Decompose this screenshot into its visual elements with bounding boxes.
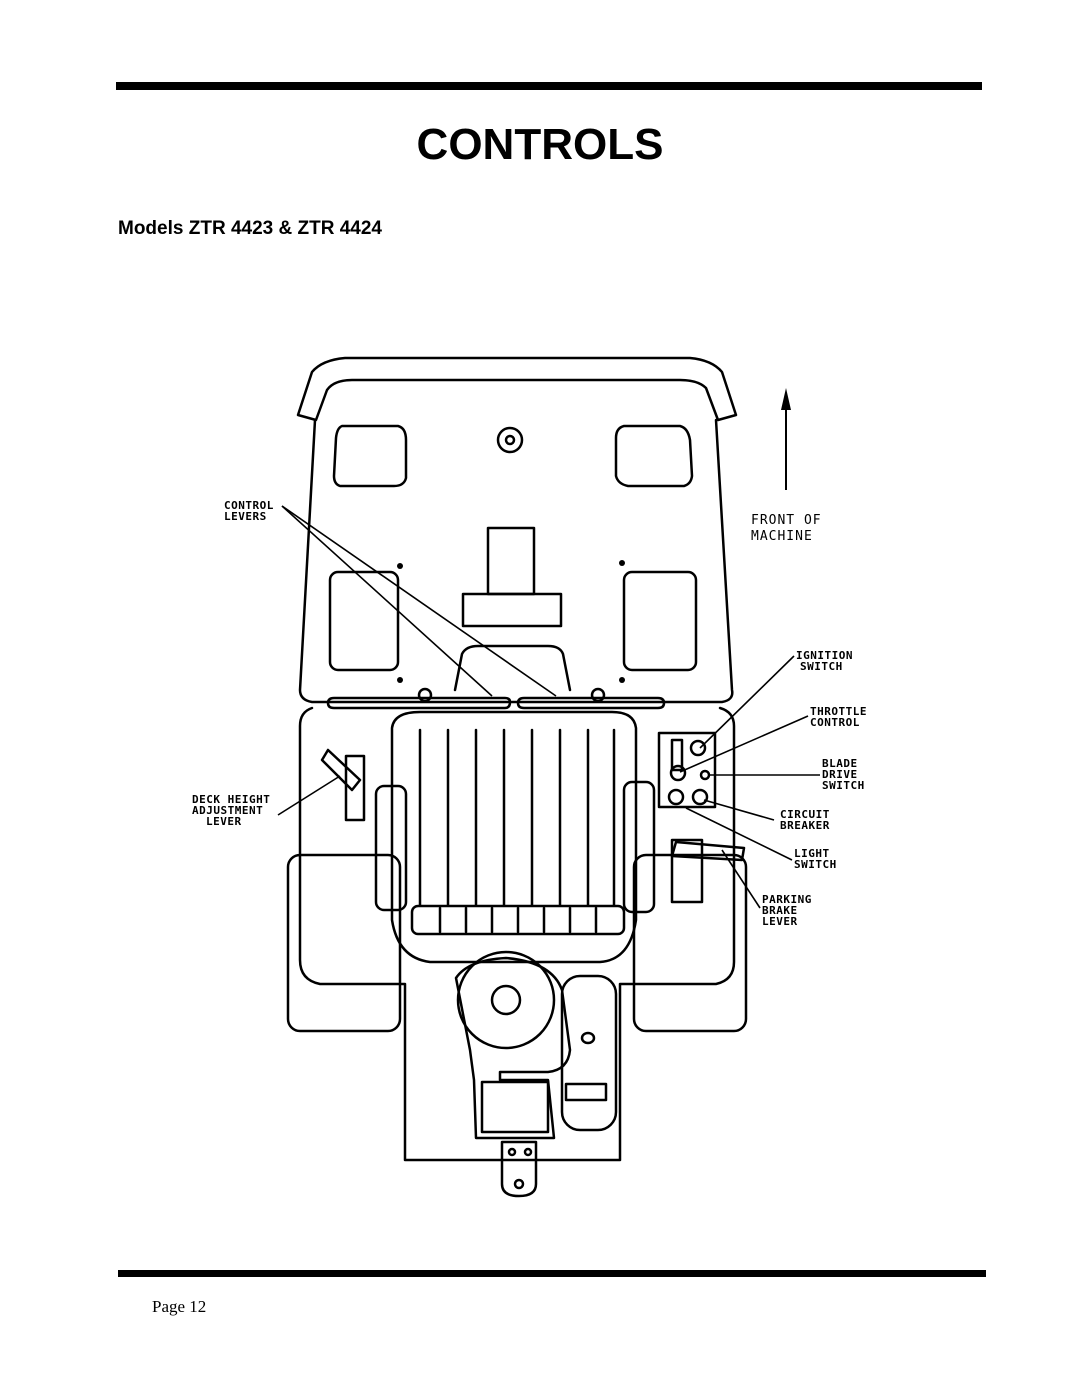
throttle-control-label-2: CONTROL: [810, 716, 860, 729]
front-bumper: [296, 356, 738, 422]
light-switch-label-1: LIGHT: [794, 847, 830, 860]
rear-hitch: [500, 1140, 538, 1198]
left-control-lever: [326, 696, 512, 710]
circuit-breaker-label-2: BREAKER: [780, 819, 830, 832]
models-subtitle: Models ZTR 4423 & ZTR 4424: [118, 218, 382, 239]
left-armrest: [374, 784, 408, 912]
circuit-breaker-label-1: CIRCUIT: [780, 808, 830, 821]
left-upper-pad: [332, 424, 408, 488]
blade-drive-label-2: DRIVE: [822, 768, 858, 781]
left-lever-pivot: [417, 687, 433, 703]
front-deck-outline: [298, 418, 734, 704]
ignition-switch-label-1: IGNITION: [796, 649, 853, 662]
parking-brake-label-3: LEVER: [762, 915, 798, 928]
throttle-control-label-1: THROTTLE: [810, 705, 867, 718]
center-console-base: [461, 592, 563, 628]
deck-height-label-3: LEVER: [206, 815, 242, 828]
parking-brake-lever: [670, 840, 746, 862]
bottom-rule: [118, 1270, 986, 1277]
blade-drive-label-3: SWITCH: [822, 779, 865, 792]
right-control-lever: [516, 696, 666, 710]
blade-drive-knob: [699, 769, 711, 781]
parking-brake-slot: [670, 838, 704, 904]
seat-cushion: [410, 904, 626, 936]
right-rear-wheel: [632, 853, 748, 1033]
engine-flywheel: [456, 950, 556, 1050]
right-upper-pad: [614, 424, 694, 488]
right-armrest: [622, 780, 656, 914]
parking-brake-label-1: PARKING: [762, 893, 812, 906]
center-console-upper: [486, 526, 536, 596]
fuel-cap-icon: [496, 426, 524, 454]
rear-body-outline: [298, 706, 736, 1162]
throttle-slot: [670, 738, 684, 772]
left-rear-wheel: [286, 853, 402, 1033]
page-number: Page 12: [152, 1297, 207, 1316]
parking-brake-label-2: BRAKE: [762, 904, 798, 917]
control-levers-label-1: CONTROL: [224, 499, 274, 512]
control-panel: [657, 731, 717, 809]
light-switch-knob: [691, 788, 709, 806]
ignition-switch-label-2: SWITCH: [800, 660, 843, 673]
front-direction-arrow: [781, 388, 791, 490]
control-levers-label-2: LEVERS: [224, 510, 267, 523]
front-of-machine-label-1: FRONT OF: [751, 513, 822, 528]
deck-height-label-1: DECK HEIGHT: [192, 793, 270, 806]
deck-height-lever: [320, 748, 362, 792]
seat-back: [390, 710, 638, 964]
air-filter: [560, 974, 618, 1132]
light-switch-label-2: SWITCH: [794, 858, 837, 871]
front-of-machine-label-2: MACHINE: [751, 529, 813, 544]
deck-height-label-2: ADJUSTMENT: [192, 804, 263, 817]
deck-height-slot: [344, 754, 366, 822]
right-lower-pad: [622, 570, 698, 672]
right-lever-pivot: [590, 687, 606, 703]
blade-drive-label-1: BLADE: [822, 757, 858, 770]
left-lower-pad: [328, 570, 400, 672]
engine-panel: [480, 1080, 550, 1134]
circuit-breaker: [667, 788, 685, 806]
page-title: CONTROLS: [416, 120, 664, 169]
seat-mount: [453, 644, 572, 692]
throttle-knob: [669, 764, 687, 782]
top-rule: [116, 82, 982, 90]
ignition-switch-knob: [689, 739, 707, 757]
